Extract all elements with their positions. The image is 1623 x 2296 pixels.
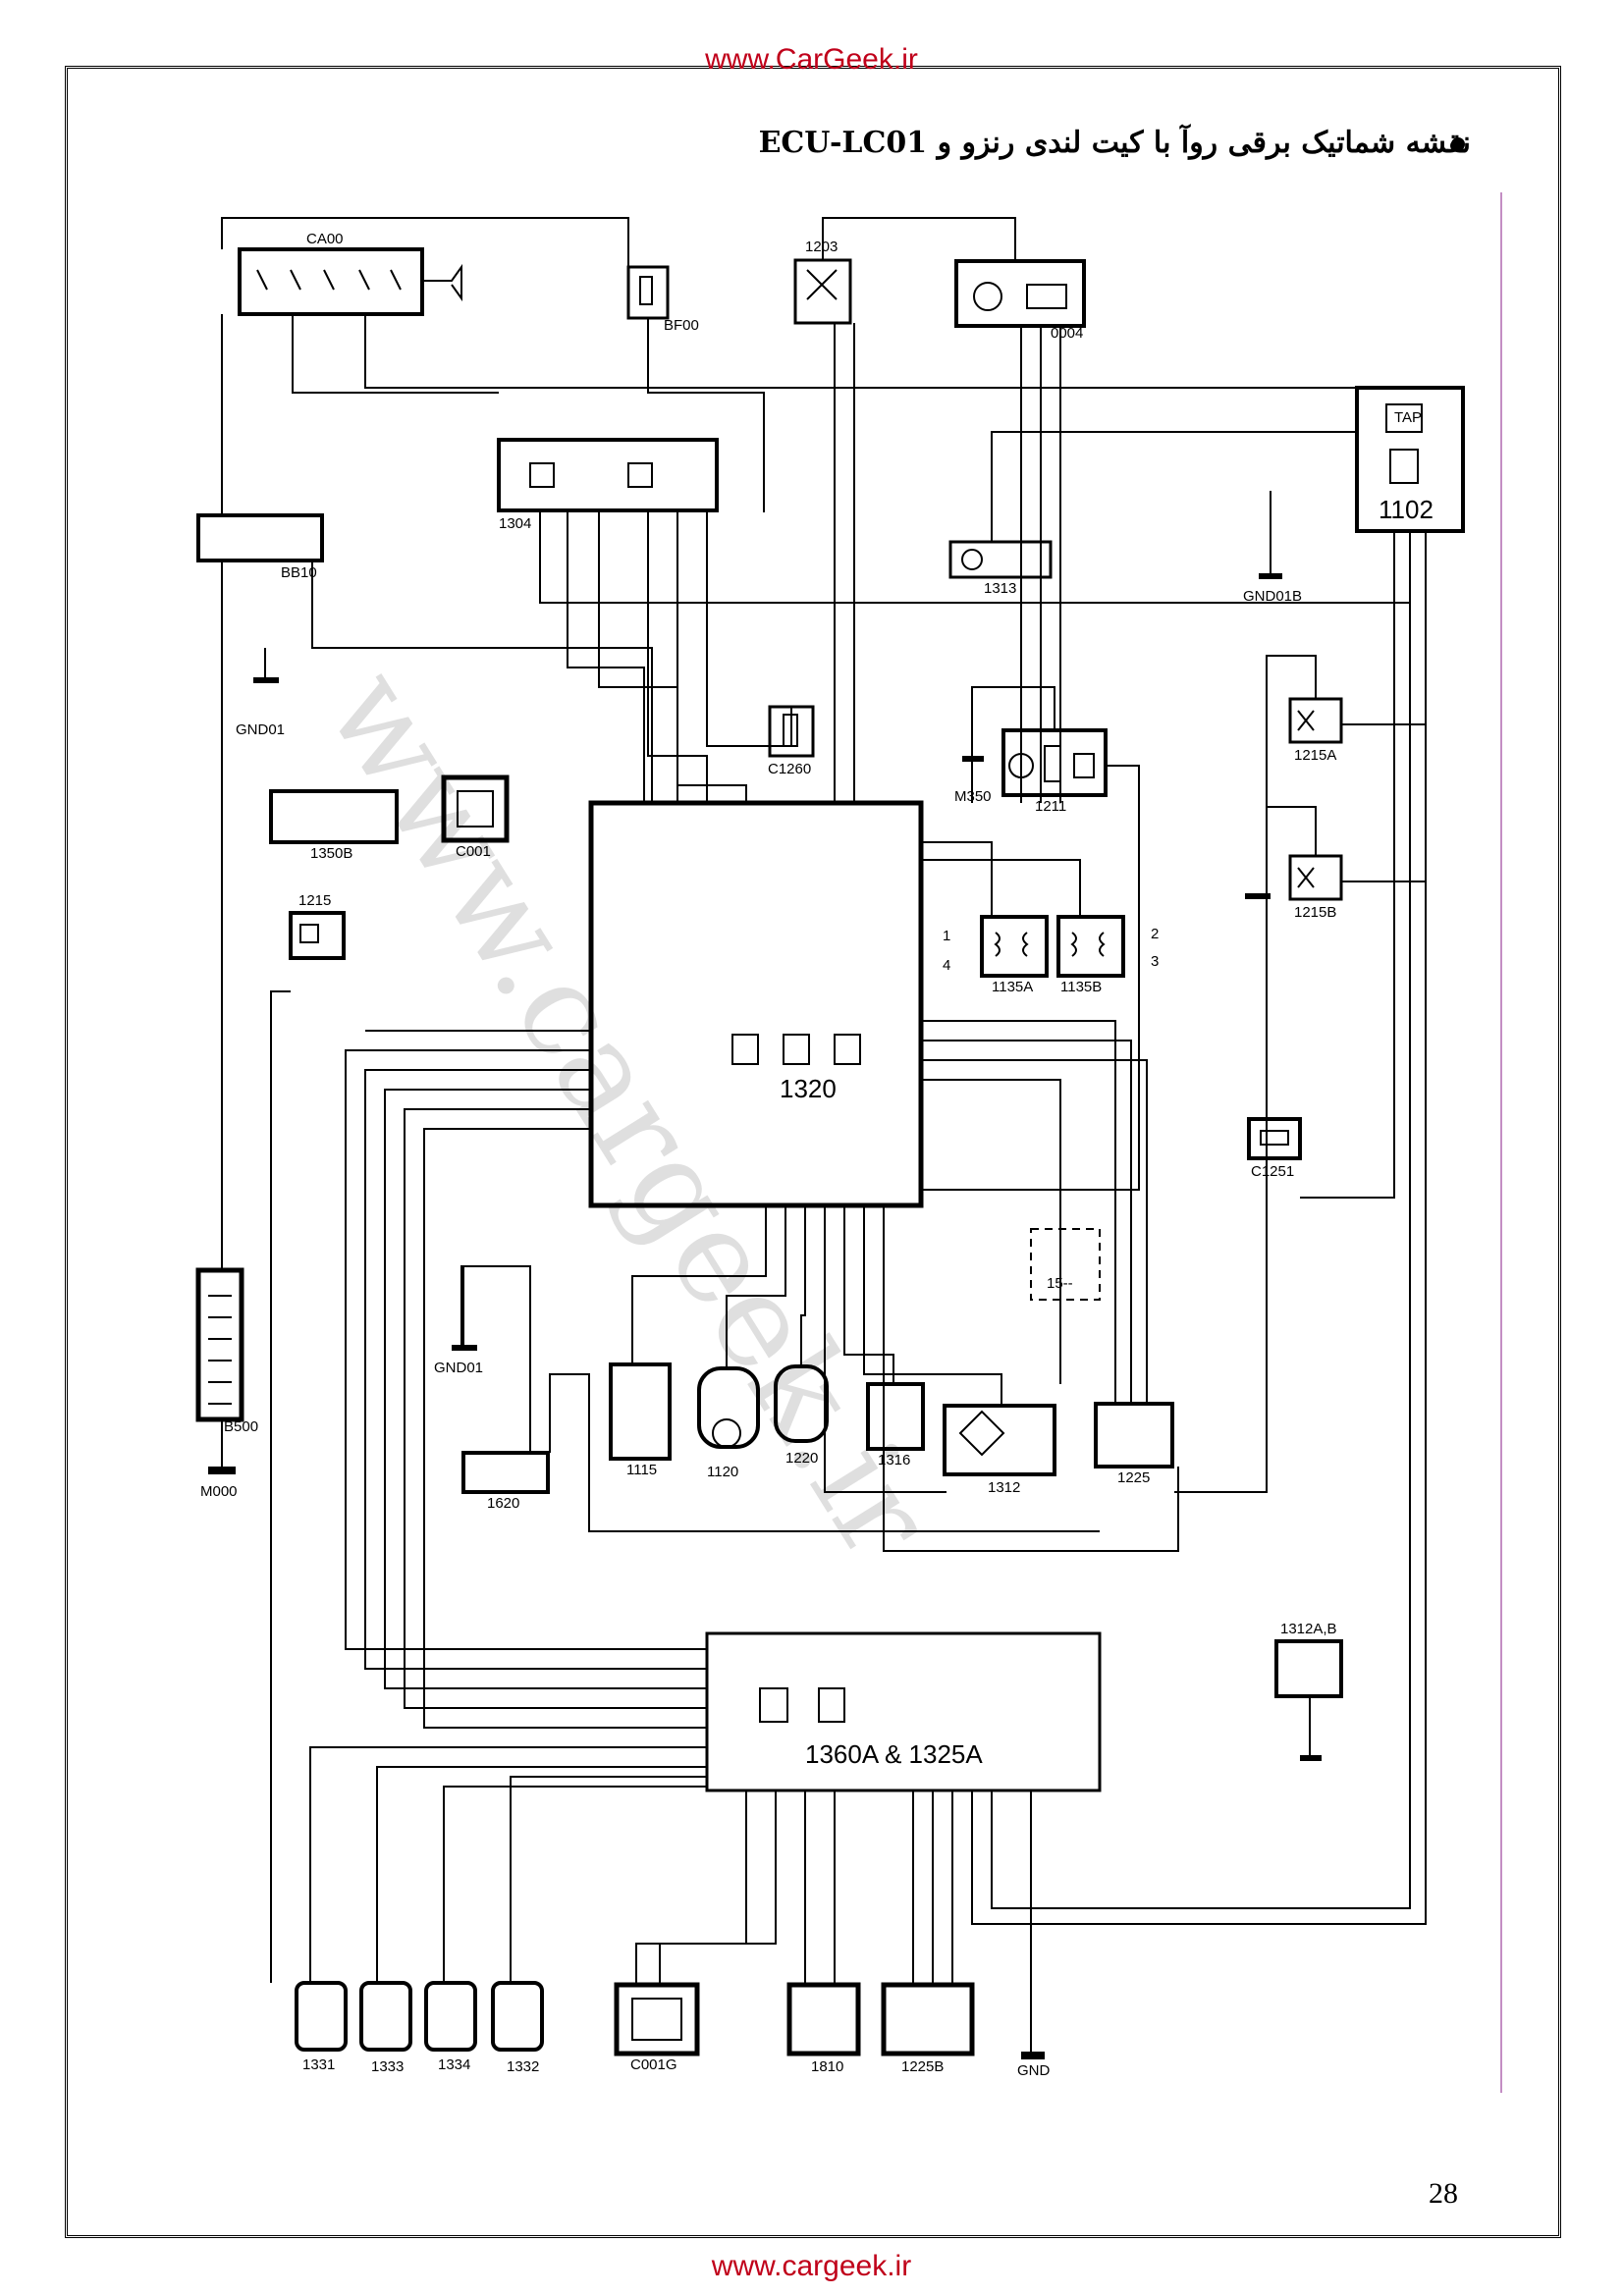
label-gnd01-2: GND01	[434, 1360, 483, 1376]
page-title: نقشه شماتیک برقی روآ با کیت لندی رنزو و …	[758, 126, 1471, 160]
label-1135b: 1135B	[1060, 979, 1102, 995]
label-bf00: BF00	[664, 317, 699, 334]
label-gnd01: GND01	[236, 721, 285, 738]
ecu-1320-box	[588, 800, 924, 1208]
ecu-1360-box	[705, 1631, 1102, 1792]
label-0004: 0004	[1051, 325, 1083, 342]
label-m350: M350	[954, 788, 992, 805]
label-1316: 1316	[878, 1452, 910, 1468]
label-gnd: GND	[1017, 2062, 1051, 2079]
coil-out-3: 3	[1151, 953, 1159, 970]
label-1331: 1331	[302, 2056, 335, 2073]
label-bb10: BB10	[281, 564, 317, 581]
coil-out-1: 1	[943, 928, 950, 944]
label-1115: 1115	[626, 1462, 657, 1478]
label-1203: 1203	[805, 239, 838, 255]
label-ca00: CA00	[306, 231, 344, 247]
label-1810: 1810	[811, 2058, 843, 2075]
label-1215a: 1215A	[1294, 747, 1336, 764]
label-1312: 1312	[988, 1479, 1020, 1496]
coil-out-2: 2	[1151, 926, 1159, 942]
label-1334: 1334	[438, 2056, 470, 2073]
label-1220: 1220	[785, 1450, 818, 1467]
label-1313: 1313	[984, 580, 1016, 597]
label-1225b: 1225B	[901, 2058, 944, 2075]
label-1211: 1211	[1035, 798, 1066, 815]
label-1120: 1120	[707, 1464, 738, 1480]
label-1332: 1332	[507, 2058, 539, 2075]
margin-line	[1500, 192, 1502, 2093]
label-1135a: 1135A	[992, 979, 1033, 995]
label-m000: M000	[200, 1483, 238, 1500]
label-gnd01b: GND01B	[1243, 588, 1302, 605]
page-number: 28	[1429, 2177, 1458, 2210]
label-c001g: C001G	[630, 2056, 677, 2073]
label-c1260: C1260	[768, 761, 811, 777]
footer-url[interactable]: www.cargeek.ir	[711, 2250, 912, 2282]
label-1312ab: 1312A,B	[1280, 1621, 1337, 1637]
header-url[interactable]: www.CarGeek.ir	[705, 43, 918, 76]
coil-out-4: 4	[943, 957, 950, 974]
label-c001: C001	[456, 843, 491, 860]
label-1320: 1320	[780, 1074, 837, 1103]
page-border	[65, 66, 1561, 2238]
label-15: 15--	[1047, 1275, 1073, 1292]
title-bullet	[1451, 137, 1465, 151]
label-1225: 1225	[1117, 1469, 1150, 1486]
label-c1251: C1251	[1251, 1163, 1294, 1180]
label-1620: 1620	[487, 1495, 519, 1512]
watermark: www.cargeek.ir	[298, 644, 963, 1583]
label-1350b: 1350B	[310, 845, 352, 862]
label-b500: B500	[224, 1418, 258, 1435]
horn-icon	[422, 263, 462, 302]
label-1215b: 1215B	[1294, 904, 1336, 921]
label-1360-1325: 1360A & 1325A	[805, 1739, 983, 1769]
label-1102: 1102	[1379, 495, 1434, 524]
label-1333: 1333	[371, 2058, 404, 2075]
label-1304: 1304	[499, 515, 531, 532]
label-tap: TAP	[1394, 409, 1422, 426]
label-1215: 1215	[298, 892, 331, 909]
